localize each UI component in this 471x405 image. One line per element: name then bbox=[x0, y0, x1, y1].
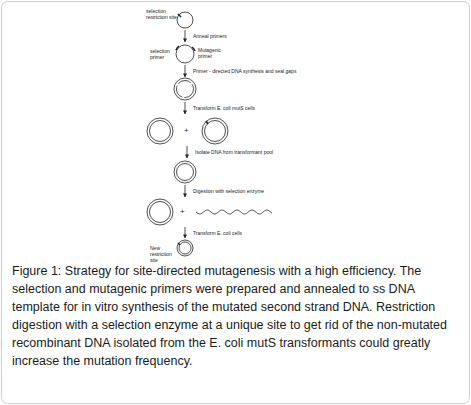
plasmid-circle bbox=[177, 164, 194, 181]
plasmid-circle bbox=[176, 45, 194, 63]
step-label: Anneal primers bbox=[193, 33, 227, 39]
primer-mark bbox=[176, 46, 179, 50]
step-label: Primer - directed DNA synthesis and seal… bbox=[193, 68, 296, 74]
step-arrow bbox=[185, 185, 186, 197]
plasmid-circle bbox=[147, 199, 173, 225]
plasmid-circle bbox=[174, 78, 196, 100]
plasmid-circle bbox=[150, 202, 171, 223]
site-label: New restriction site bbox=[150, 245, 178, 263]
plasmid-circle bbox=[202, 118, 228, 144]
step-arrow bbox=[185, 65, 186, 77]
plus-sign: + bbox=[180, 207, 185, 216]
plus-sign: + bbox=[184, 126, 189, 135]
step-arrow bbox=[185, 30, 186, 42]
site-mark bbox=[206, 121, 208, 124]
step-label: Transform E. coli cells bbox=[193, 230, 242, 236]
step-arrow bbox=[187, 146, 188, 158]
primer-label: Mutagenic primer bbox=[198, 47, 228, 59]
plasmid-circle bbox=[150, 121, 171, 142]
plasmid-circle bbox=[177, 81, 194, 98]
step-arrow bbox=[185, 102, 186, 114]
site-mark bbox=[178, 14, 181, 17]
plasmid-circle bbox=[174, 161, 196, 183]
step-label: Digestion with selection enzyme bbox=[193, 188, 264, 194]
step-label: Isolate DNA from transformant pool bbox=[195, 149, 273, 155]
plasmid-circle bbox=[147, 118, 173, 144]
site-label: selection restriction site bbox=[146, 8, 178, 20]
step-arrow bbox=[185, 227, 186, 238]
step-label: Transform E. coli mutS cells bbox=[193, 105, 255, 111]
plasmid-circle bbox=[177, 12, 193, 28]
linear-dna bbox=[196, 210, 272, 214]
primer-mark bbox=[192, 47, 195, 51]
primer-label: selection primer bbox=[150, 48, 174, 60]
plasmid-circle bbox=[177, 240, 193, 256]
plasmid-circle bbox=[179, 242, 191, 254]
figure-caption: Figure 1: Strategy for site-directed mut… bbox=[12, 262, 459, 370]
site-mark bbox=[178, 243, 180, 245]
plasmid-circle bbox=[205, 121, 226, 142]
